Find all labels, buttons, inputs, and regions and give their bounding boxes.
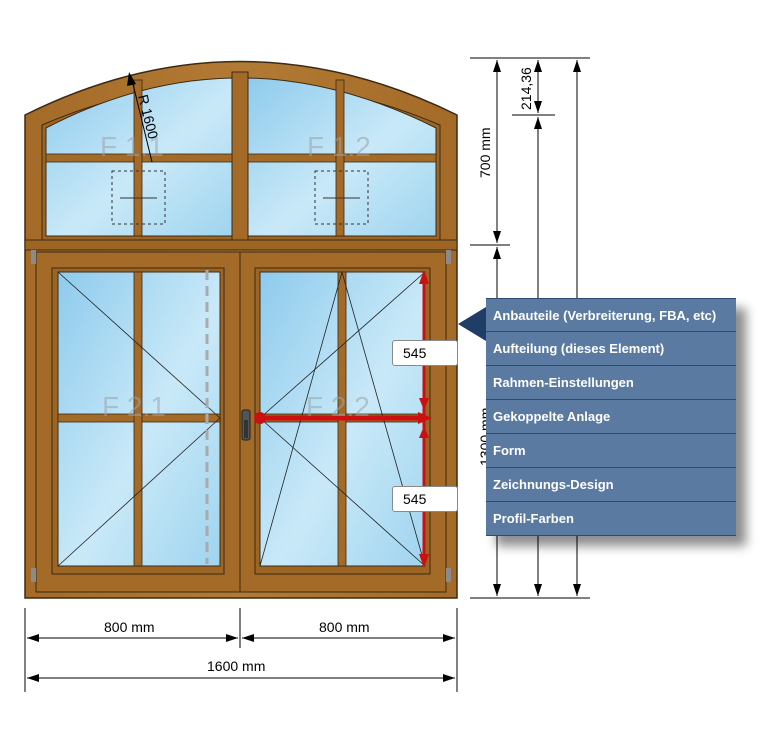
arc-rise-label: 214,36 (518, 67, 534, 110)
width-total-label: 1600 mm (207, 658, 265, 674)
width-dimensions (24, 608, 458, 692)
context-menu-pointer (458, 307, 486, 341)
width-right-label: 800 mm (319, 619, 370, 635)
pane-label-f21: F 2.1 (102, 391, 166, 422)
height-top-label: 700 mm (477, 127, 493, 178)
menu-item-gekoppelte-anlage[interactable]: Gekoppelte Anlage (486, 400, 736, 434)
handle-height-marker[interactable] (254, 270, 432, 568)
menu-item-rahmen-einstellungen[interactable]: Rahmen-Einstellungen (486, 366, 736, 400)
pane-label-f22: F 2.2 (306, 391, 370, 422)
lower-distance-field[interactable]: 545 (392, 486, 458, 512)
pane-label-f11: F 1.1 (100, 131, 164, 162)
window-handle-icon[interactable] (241, 409, 251, 441)
width-left-label: 800 mm (104, 619, 155, 635)
menu-item-zeichnungs-design[interactable]: Zeichnungs-Design (486, 468, 736, 502)
context-menu: Anbauteile (Verbreiterung, FBA, etc) Auf… (486, 298, 736, 536)
menu-item-aufteilung[interactable]: Aufteilung (dieses Element) (486, 332, 736, 366)
pane-label-f12: F 1.2 (307, 131, 371, 162)
upper-distance-field[interactable]: 545 (392, 340, 458, 366)
menu-item-profil-farben[interactable]: Profil-Farben (486, 502, 736, 536)
menu-item-form[interactable]: Form (486, 434, 736, 468)
transom-section[interactable] (41, 71, 441, 241)
sash-f21[interactable] (51, 267, 225, 575)
menu-item-anbauteile[interactable]: Anbauteile (Verbreiterung, FBA, etc) (486, 298, 736, 332)
